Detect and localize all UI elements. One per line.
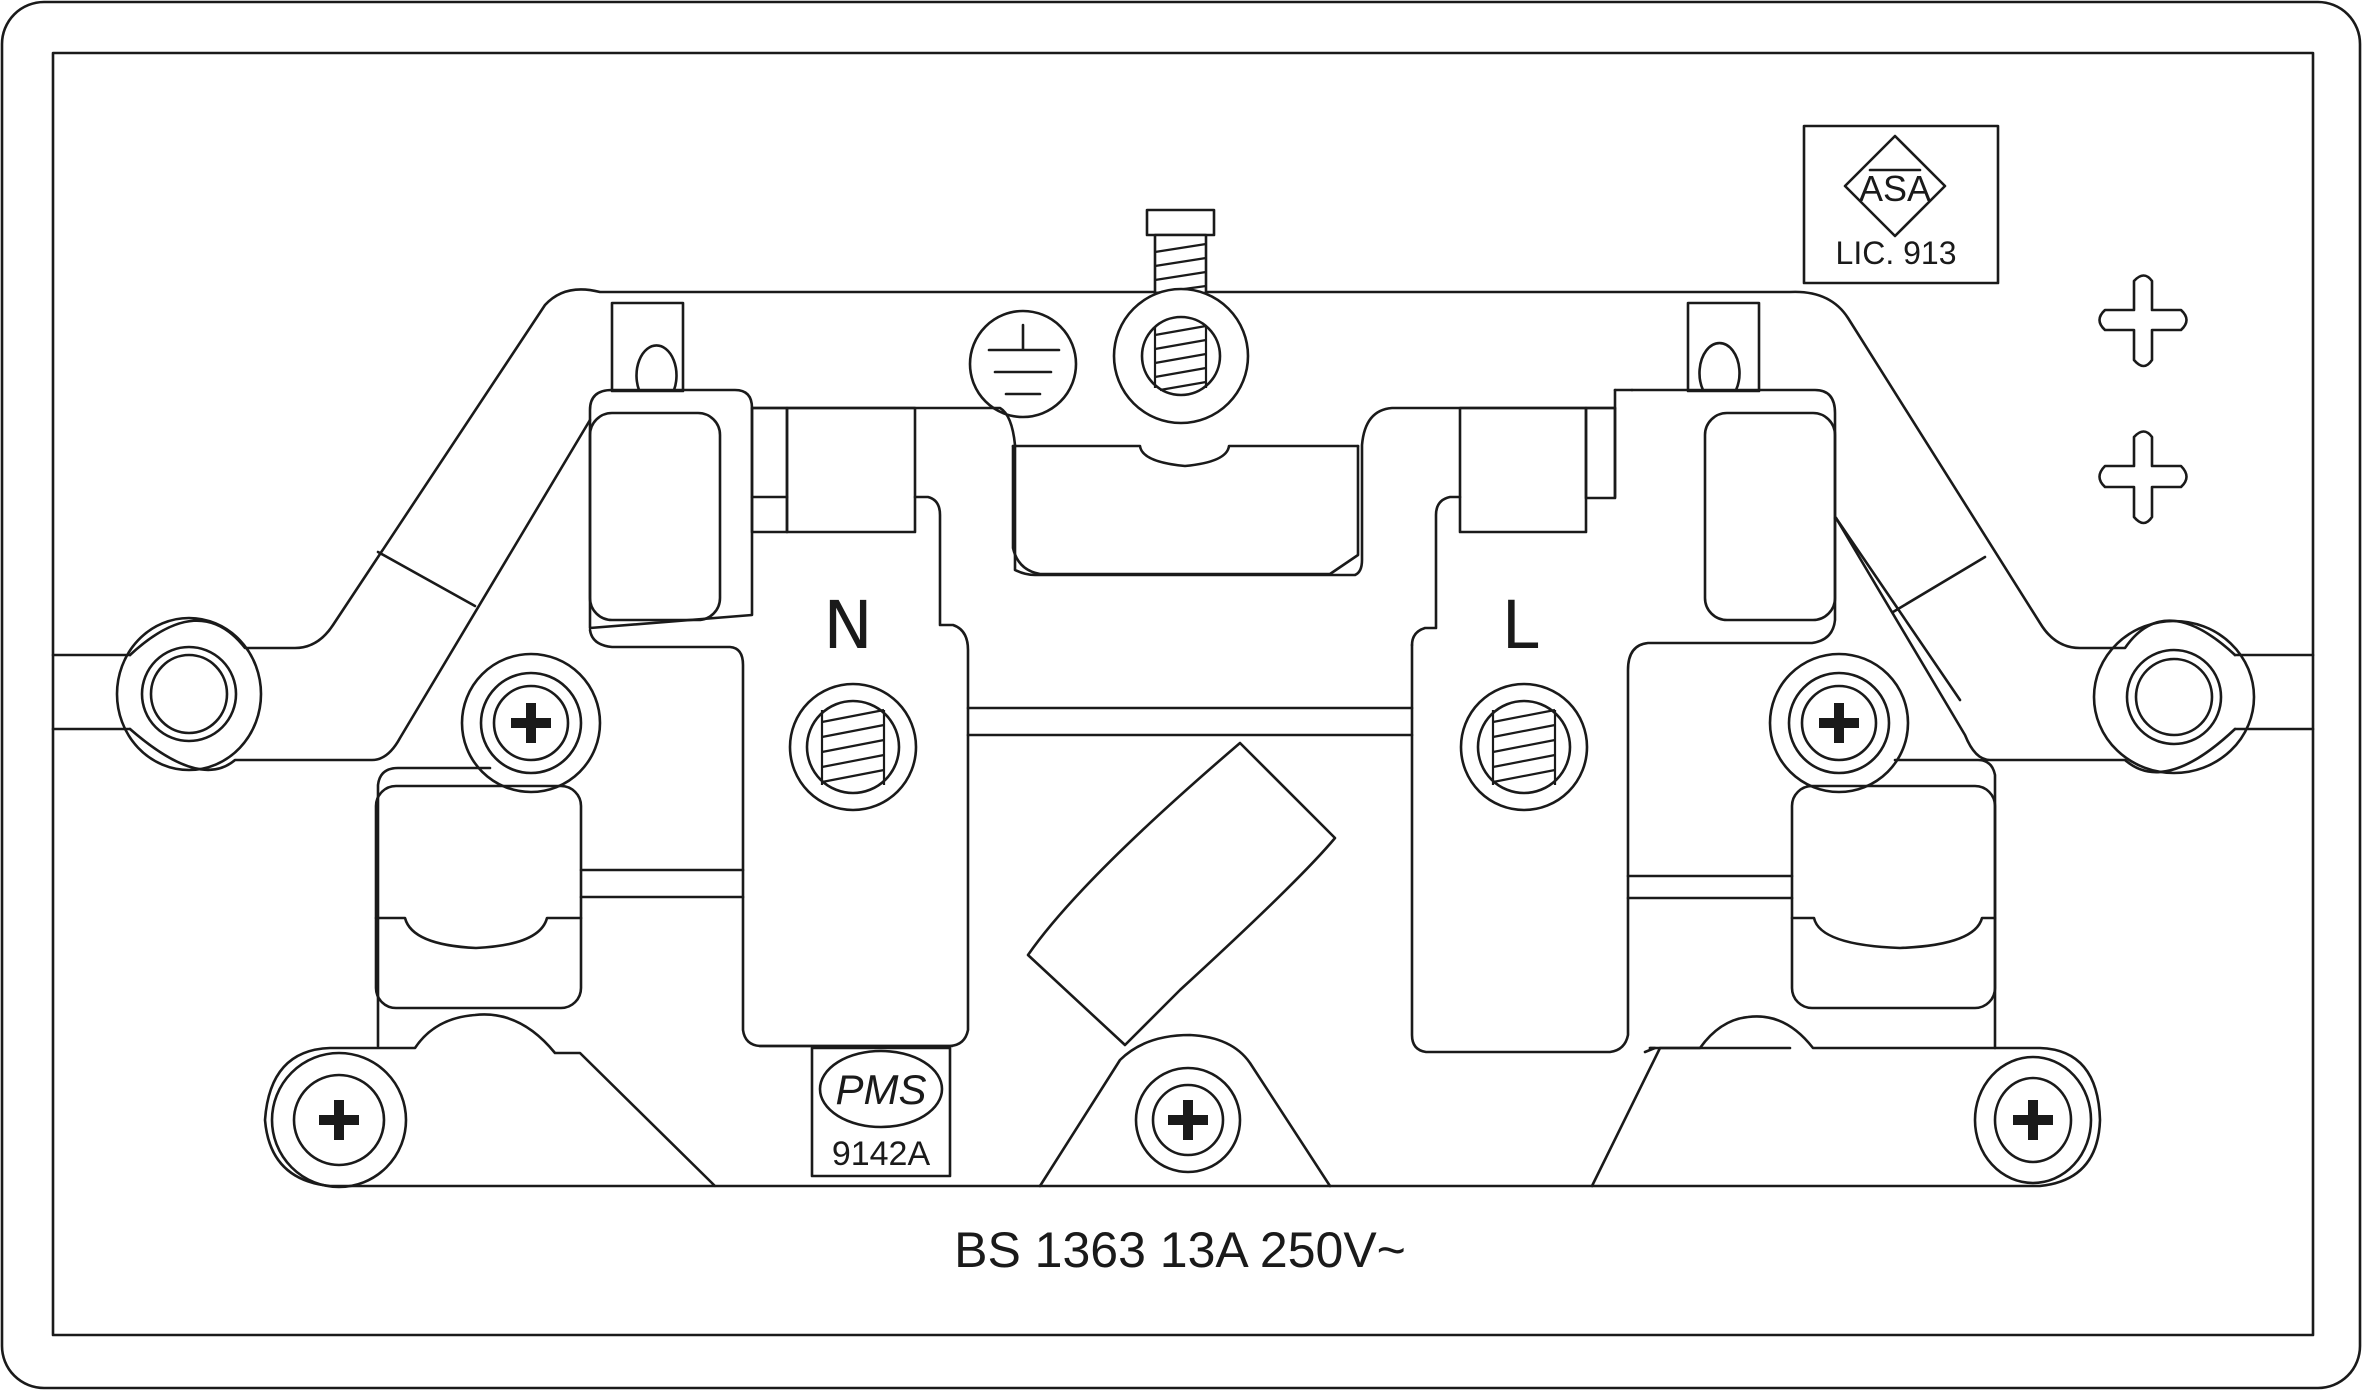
shutter-slider — [1026, 741, 1337, 1047]
neutral-label: N — [823, 587, 872, 664]
license-number: LIC. 913 — [1836, 235, 1957, 271]
screw-bottom-center — [1134, 1066, 1242, 1174]
model-code: 9142A — [832, 1135, 931, 1173]
left-top-tab — [610, 301, 685, 393]
earth-terminal-screw — [1112, 208, 1250, 425]
earth-symbol — [968, 309, 1078, 419]
pms-logo-text: PMS — [835, 1066, 926, 1113]
alignment-cross-icon — [2098, 274, 2188, 368]
screw-bottom-left — [270, 1051, 408, 1189]
neutral-terminal-screw — [788, 682, 918, 812]
alignment-cross-icon-2 — [2098, 430, 2188, 525]
pms-maker-mark: PMS 9142A — [810, 1046, 952, 1178]
bottom-base — [263, 1013, 2102, 1188]
right-top-tab — [1686, 301, 1761, 393]
right-mounting-lug — [1833, 516, 2315, 775]
right-lower-clip — [1626, 758, 1997, 1050]
left-lower-clip — [374, 766, 745, 1048]
screw-bottom-right — [1973, 1055, 2093, 1185]
live-terminal: L — [1410, 406, 1617, 812]
live-label: L — [1502, 587, 1539, 664]
neutral-terminal: N — [750, 406, 1617, 1048]
live-terminal-screw — [1459, 682, 1589, 812]
asa-approval-mark: ASA LIC. 913 — [1802, 124, 2000, 285]
screw-right-upper — [1768, 652, 1910, 794]
left-contact-block — [588, 388, 954, 1048]
earth-bar-tray — [1011, 444, 1360, 576]
right-contact-block — [1410, 388, 1837, 1054]
left-mounting-lug — [51, 288, 2237, 772]
asa-logo-text: ASA — [1859, 168, 1931, 209]
inner-border — [51, 51, 2315, 1337]
link-bar — [966, 706, 1414, 737]
rating-text: BS 1363 13A 250V~ — [954, 1222, 1406, 1278]
screw-left-upper — [460, 652, 602, 794]
